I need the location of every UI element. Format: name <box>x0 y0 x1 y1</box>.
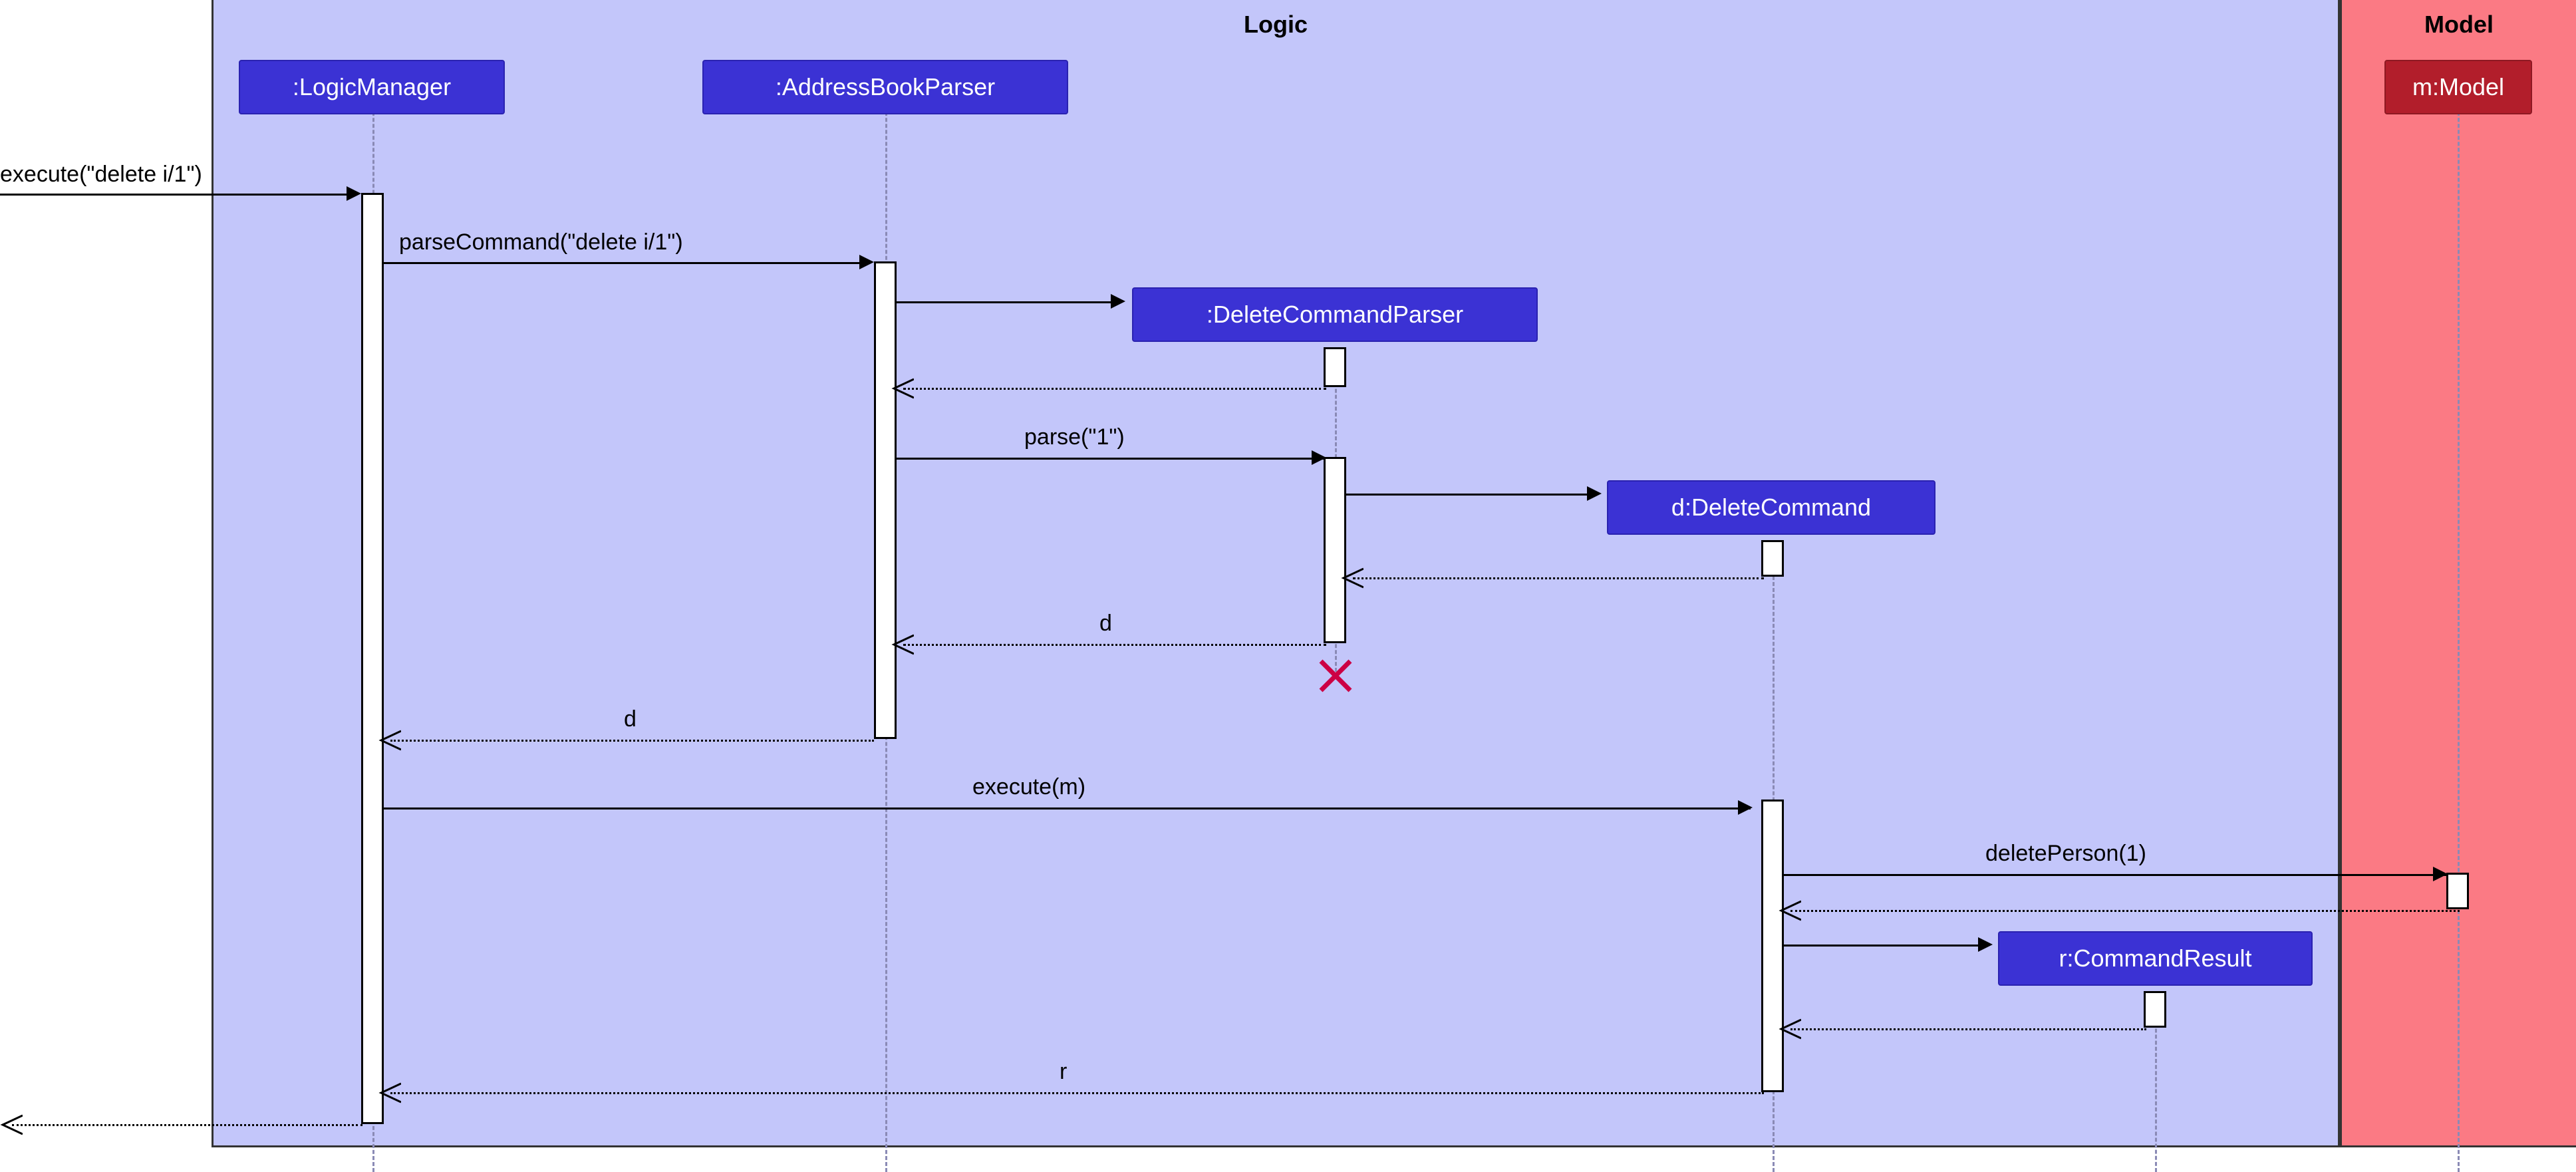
arrowhead-open-left <box>1341 567 1363 589</box>
arrowhead-open-left <box>378 1082 401 1103</box>
destroy-icon-delete-command-parser <box>1319 659 1352 692</box>
participant-delete-command[interactable]: d:DeleteCommand <box>1607 480 1935 535</box>
participant-delete-command-label: d:DeleteCommand <box>1671 494 1872 521</box>
participant-logic-manager-label: :LogicManager <box>292 73 452 100</box>
arrowhead-open-left <box>0 1114 23 1135</box>
message-return-d-parser-label: d <box>1099 611 1112 636</box>
participant-command-result-label: r:CommandResult <box>2059 945 2252 972</box>
arrowhead-open-left <box>1779 1018 1801 1040</box>
activation-logic-manager <box>361 193 384 1124</box>
message-delete-person-label: deletePerson(1) <box>1985 841 2146 866</box>
lifeline-command-result <box>2155 1004 2157 1172</box>
arrowhead-open-left <box>891 634 914 655</box>
frame-logic-title: Logic <box>1244 11 1308 38</box>
message-parse-command-label: parseCommand("delete i/1") <box>399 229 683 255</box>
frame-model-title: Model <box>2424 11 2494 38</box>
lifeline-model <box>2458 64 2460 1172</box>
activation-delete-command-parser-parse <box>1324 457 1346 643</box>
participant-model-label: m:Model <box>2412 73 2505 100</box>
activation-address-book-parser <box>874 261 897 739</box>
activation-model <box>2446 873 2469 909</box>
arrowhead-open-left <box>1779 900 1801 921</box>
message-return-d-manager-label: d <box>624 706 637 732</box>
activation-delete-command-parser-create <box>1324 347 1346 387</box>
arrowhead-open-left <box>891 378 914 399</box>
participant-logic-manager[interactable]: :LogicManager <box>239 60 505 114</box>
participant-command-result[interactable]: r:CommandResult <box>1998 931 2313 986</box>
message-execute-m-label: execute(m) <box>972 774 1086 800</box>
activation-delete-command-execute <box>1761 800 1784 1092</box>
message-return-r-label: r <box>1060 1059 1068 1084</box>
participant-delete-command-parser[interactable]: :DeleteCommandParser <box>1132 287 1538 342</box>
message-execute-label: execute("delete i/1") <box>0 162 202 187</box>
participant-address-book-parser-label: :AddressBookParser <box>775 73 996 100</box>
activation-command-result-create <box>2144 991 2166 1028</box>
participant-address-book-parser[interactable]: :AddressBookParser <box>702 60 1068 114</box>
arrowhead-open-left <box>378 730 401 751</box>
participant-delete-command-parser-label: :DeleteCommandParser <box>1206 301 1464 328</box>
activation-delete-command-create <box>1761 540 1784 577</box>
message-parse-label: parse("1") <box>1024 424 1125 450</box>
frame-logic: Logic <box>212 0 2340 1147</box>
participant-model[interactable]: m:Model <box>2384 60 2532 114</box>
